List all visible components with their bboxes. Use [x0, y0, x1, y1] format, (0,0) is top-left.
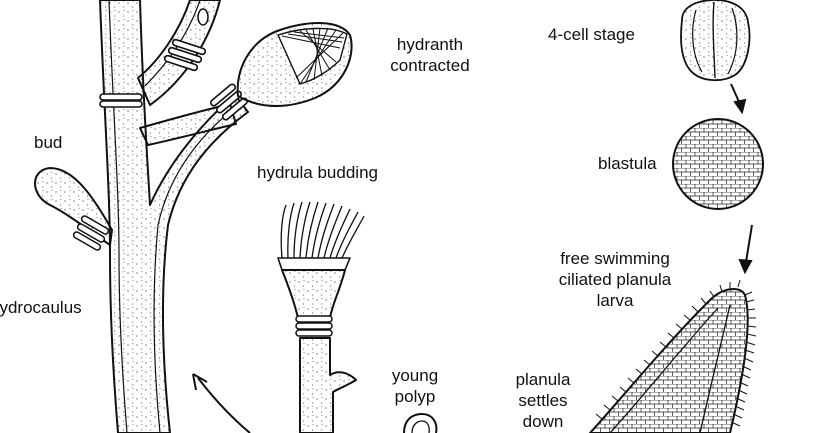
hydranth-tentacle-lines: [281, 27, 345, 85]
label-planula-larva: free swimming ciliated planula larva: [540, 248, 690, 311]
hydrula-budding: [277, 201, 365, 433]
young-polyp-shape: [403, 412, 438, 433]
label-planula-settles-line1: planula: [515, 370, 571, 389]
hydrula-stalk: [299, 337, 357, 433]
label-planula-larva-line2: ciliated planula: [558, 270, 672, 289]
label-young-polyp-line2: polyp: [394, 387, 436, 406]
hydrula-body: [281, 269, 346, 319]
small-bud-top: [197, 8, 209, 26]
label-hydranth-line1: hydranth: [396, 35, 464, 54]
label-hydrocaulus: hydrocaulus: [0, 298, 82, 317]
planula-larva: [588, 279, 757, 433]
label-planula-larva-line1: free swimming: [560, 249, 670, 268]
label-4-cell-stage: 4-cell stage: [548, 25, 635, 44]
label-hydranth-line2: contracted: [390, 56, 470, 75]
label-bud: bud: [34, 133, 63, 152]
blastula: [672, 118, 764, 210]
hydrula-tentacles: [280, 201, 365, 259]
label-planula-settles-line3: down: [522, 412, 564, 431]
hydroid-colony: [34, 0, 353, 433]
four-cell-stage: [680, 0, 751, 81]
label-hydranth-contracted: hydranth contracted: [382, 34, 478, 76]
planula-cilia: [595, 279, 757, 427]
hydranth-branch: [139, 103, 237, 146]
label-young-polyp: young polyp: [380, 365, 450, 407]
label-planula-settles-line2: settles: [518, 391, 568, 410]
arrow-to-planula: [738, 224, 753, 275]
label-young-polyp-line1: young: [391, 366, 439, 385]
hydrocaulus-stem: [99, 0, 249, 433]
arrow-to-colony: [192, 373, 251, 433]
label-planula-larva-line3: larva: [596, 291, 634, 310]
arrow-to-blastula: [730, 83, 747, 115]
label-blastula: blastula: [598, 154, 657, 173]
label-planula-settles-down: planula settles down: [505, 369, 581, 432]
label-hydrula-budding: hydrula budding: [257, 163, 378, 182]
